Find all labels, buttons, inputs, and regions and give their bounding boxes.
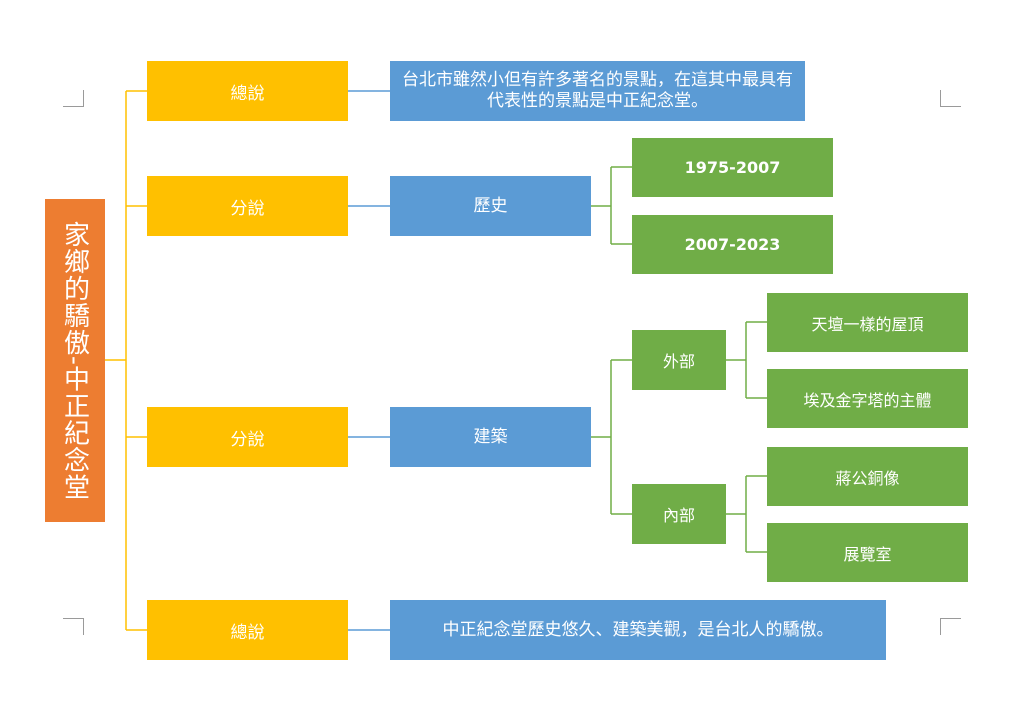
node-interior-statue: 蔣公銅像 [767, 447, 968, 506]
history-connectors [591, 166, 632, 245]
node-interior-exhibition: 展覽室 [767, 523, 968, 582]
corner-mark-bottom-right [940, 618, 961, 635]
interior-connectors [726, 475, 767, 553]
node-period-2: 2007-2023 [632, 215, 833, 274]
node-exterior: 外部 [632, 330, 726, 390]
corner-mark-bottom-left [63, 618, 84, 635]
node-conclusion-text: 中正紀念堂歷史悠久、建築美觀，是台北人的驕傲。 [390, 600, 886, 660]
node-conclusion-summary: 總說 [147, 600, 348, 660]
architecture-connectors [591, 359, 632, 515]
node-architecture: 建築 [390, 407, 591, 467]
node-exterior-body: 埃及金字塔的主體 [767, 369, 968, 428]
node-interior: 內部 [632, 484, 726, 544]
root-connectors [105, 90, 147, 631]
corner-mark-top-right [940, 90, 961, 107]
node-detail-architecture: 分說 [147, 407, 348, 467]
exterior-connectors [726, 321, 767, 399]
root-label: 家鄉的驕傲-中正紀念堂 [59, 220, 90, 501]
node-period-1: 1975-2007 [632, 138, 833, 197]
node-history: 歷史 [390, 176, 591, 236]
node-detail-history: 分說 [147, 176, 348, 236]
node-intro-summary: 總說 [147, 61, 348, 121]
level1-connectors [348, 90, 390, 631]
root-node: 家鄉的驕傲-中正紀念堂 [45, 199, 105, 522]
node-exterior-roof: 天壇一樣的屋頂 [767, 293, 968, 352]
corner-mark-top-left [63, 90, 84, 107]
node-intro-text: 台北市雖然小但有許多著名的景點，在這其中最具有代表性的景點是中正紀念堂。 [390, 61, 805, 121]
